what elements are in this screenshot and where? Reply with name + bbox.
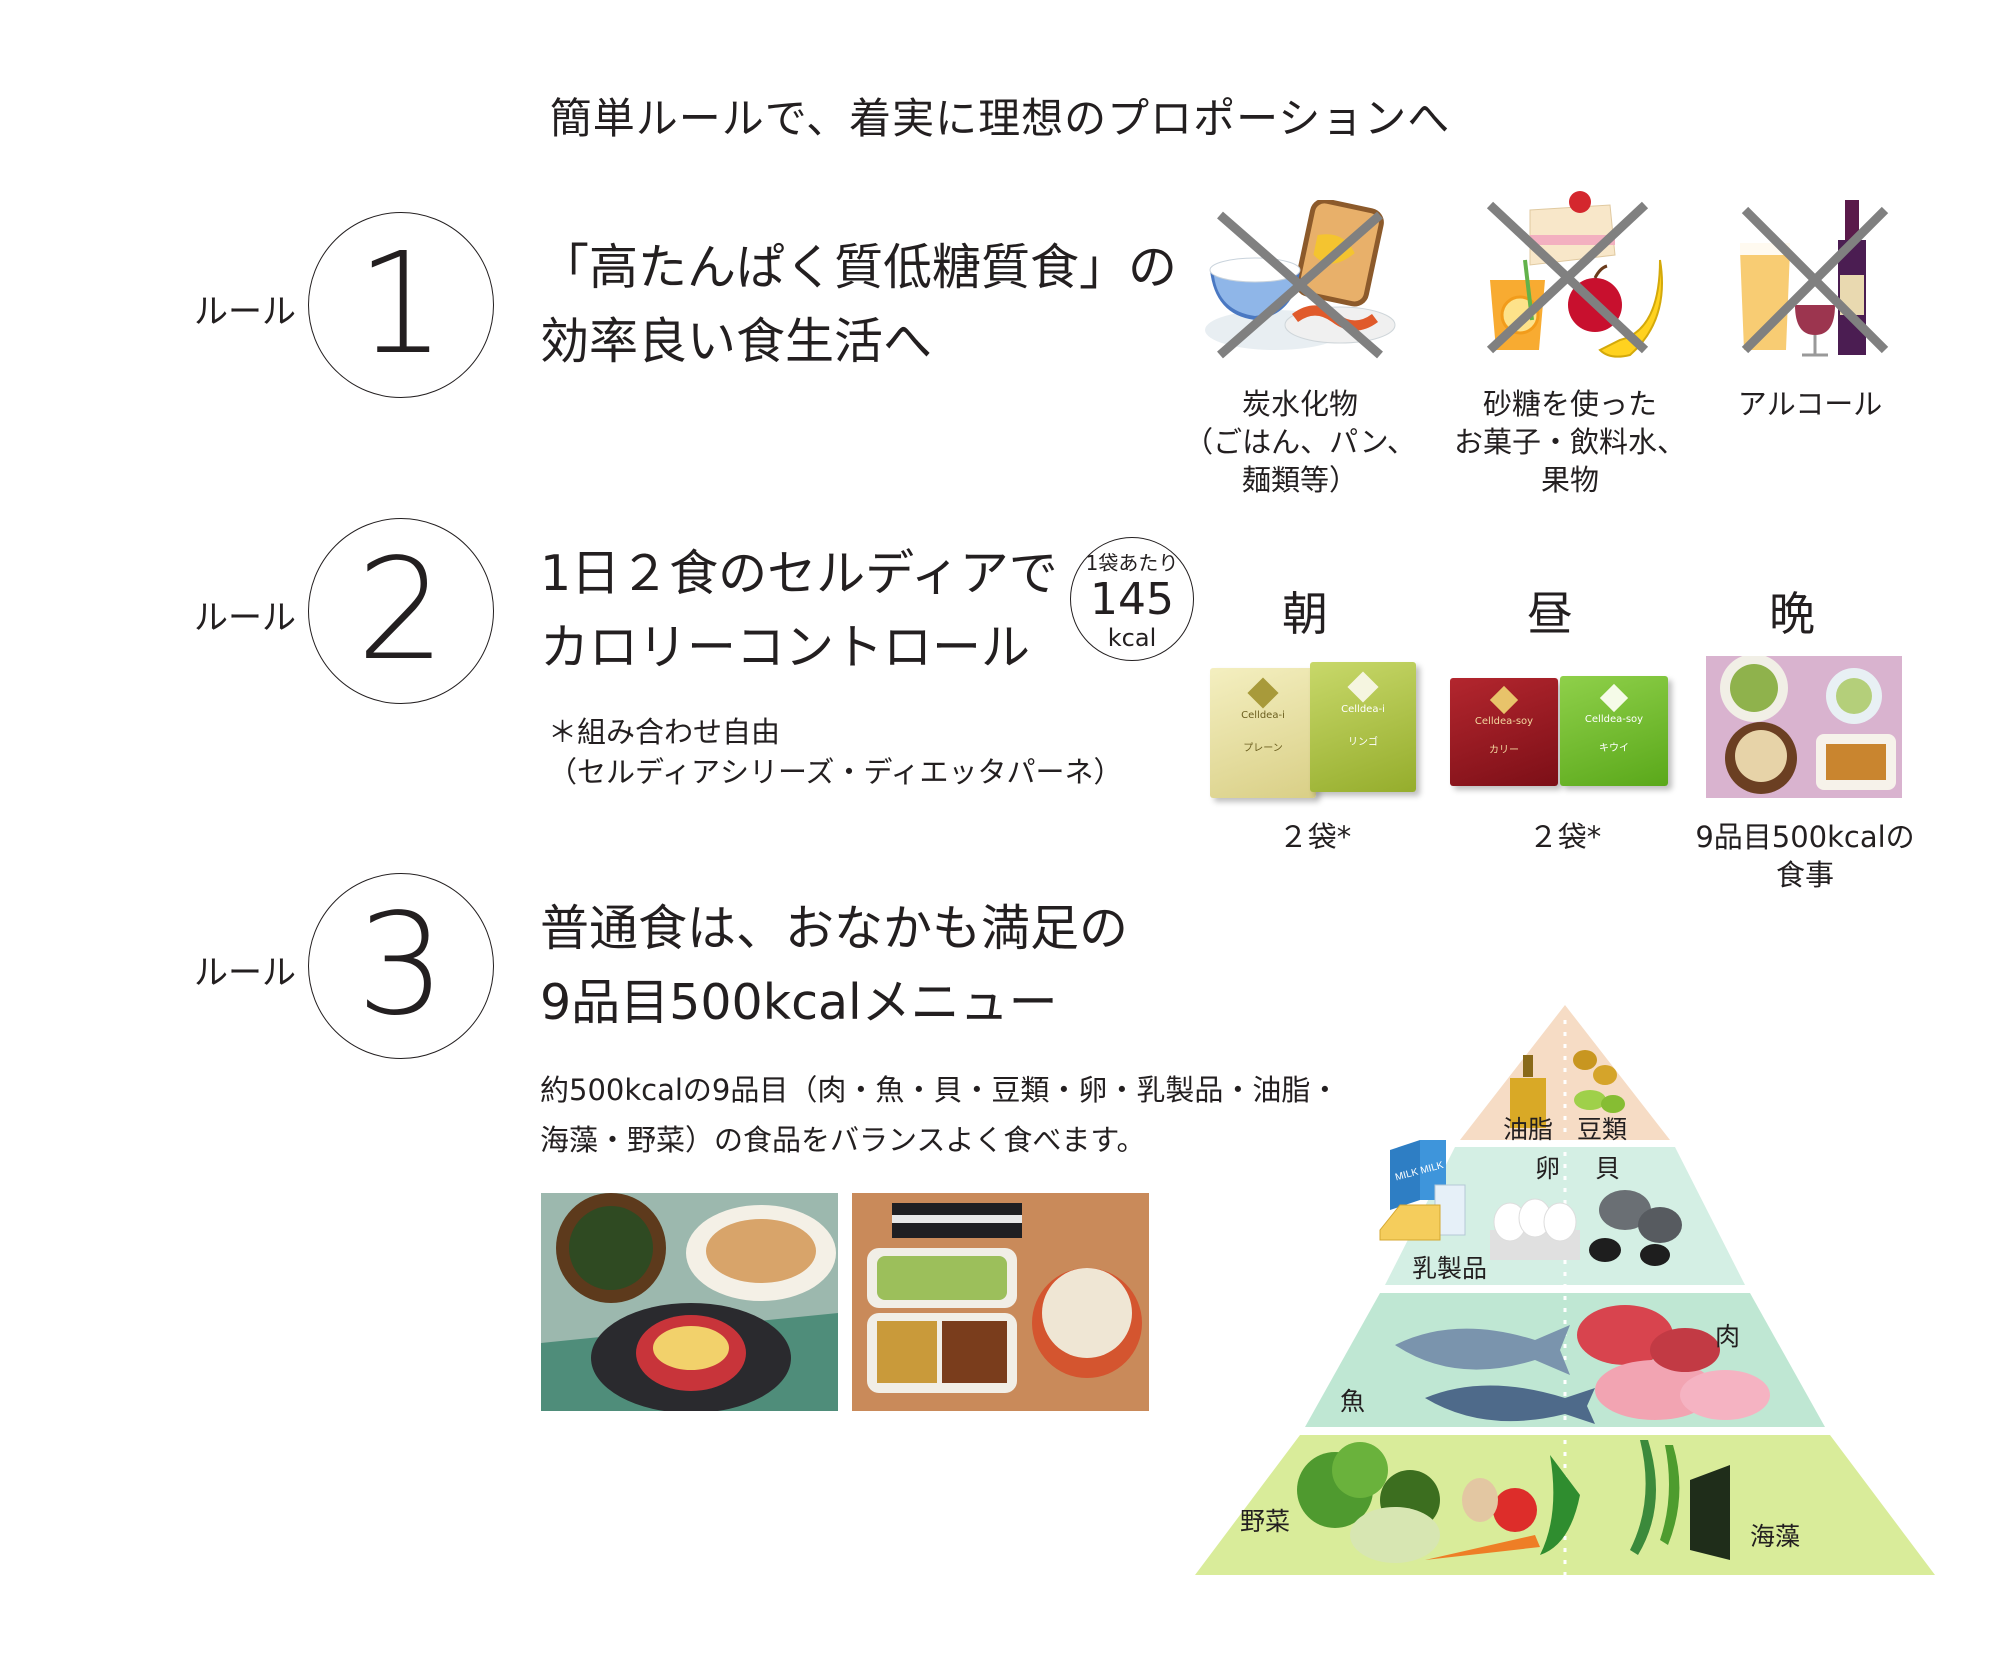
food-pyramid: MILK MILK 油脂 豆 [1195,1005,1935,1575]
rule-3-title: 普通食は、おなかも満足の 9品目500kcalメニュー [540,892,1128,1040]
pouch-flavor: プレーン [1243,743,1283,754]
meal-dinner-caption-line2: 食事 [1775,858,1834,892]
meal-photo-pasta [541,1193,838,1411]
avoid-carbs-caption-line2: （ごはん、パン、 [1184,425,1416,459]
avoid-alcohol-caption-line1: アルコール [1737,387,1883,421]
rule-1-title-line1: 「高たんぱく質低糖質食」の [540,239,1178,296]
clams-icon [1589,1190,1682,1266]
celldea-pouch-apple: Celldea-i リンゴ [1310,662,1416,792]
oil-bottle-icon [1510,1055,1546,1128]
rule-2-title-line1: 1日２食のセルディアで [540,545,1058,602]
pyramid-label-seaweed: 海藻 [1750,1523,1800,1551]
cake-juice-fruit-crossed-icon [1486,191,1663,358]
beans-icon [1573,1050,1625,1113]
rule-2-number-circle: 2 [308,518,494,704]
pyramid-label-vegetables: 野菜 [1240,1508,1290,1536]
diamond-logo-icon [1347,671,1379,703]
pyramid-label-oil: 油脂 [1503,1116,1553,1144]
pyramid-label-egg: 卵 [1535,1155,1560,1183]
pyramid-label-dairy: 乳製品 [1412,1255,1487,1283]
avoid-carbs-caption-line1: 炭水化物 [1241,387,1358,421]
rule-3-title-line2: 9品目500kcalメニュー [540,974,1058,1031]
beer-wine-crossed-icon [1740,200,1889,357]
calorie-badge-unit: kcal [1107,623,1157,652]
avoid-carbs-caption: 炭水化物 （ごはん、パン、 麺類等） [1170,385,1430,499]
avoid-sweets-caption-line2: お菓子・飲料水、 [1453,425,1686,459]
rule-3-number: 3 [356,884,446,1047]
meal-dinner-caption-line1: 9品目500kcalの [1695,820,1915,854]
rule-3-description: 約500kcalの9品目（肉・魚・貝・豆類・卵・乳製品・油脂・ 海藻・野菜）の食… [540,1065,1339,1165]
avoid-sweets-caption-line1: 砂糖を使った [1482,387,1657,421]
rule-1-number: 1 [356,223,446,386]
bread-rice-pasta-crossed-icon [1205,200,1396,359]
rule-2-note-line2: （セルディアシリーズ・ディエッタパーネ） [548,755,1123,789]
diamond-logo-icon [1599,683,1629,713]
meal-dinner-caption: 9品目500kcalの 食事 [1680,818,1930,894]
rule-2-label: ルール [194,598,296,638]
pouch-brand: Celldea-i [1341,704,1385,715]
meal-breakfast-heading: 朝 [1282,587,1328,641]
diamond-logo-icon [1489,685,1519,715]
pyramid-label-beans: 豆類 [1577,1116,1627,1144]
rule-3-number-circle: 3 [308,873,494,1059]
mackerel-fish-icon [1395,1325,1595,1424]
rule-2-title-line2: カロリーコントロール [540,619,1031,676]
pouch-flavor: リンゴ [1348,737,1378,748]
pouch-flavor: カリー [1489,745,1519,756]
eggs-icon [1490,1198,1580,1260]
calorie-badge-top: 1袋あたり [1085,550,1179,575]
meal-dinner-heading: 晩 [1769,587,1815,641]
pyramid-label-fish: 魚 [1340,1388,1365,1416]
page-headline: 簡単ルールで、着実に理想のプロポーションへ [549,94,1451,143]
rule-3-title-line1: 普通食は、おなかも満足の [540,900,1129,957]
pyramid-label-shellfish: 貝 [1595,1155,1620,1183]
celldea-soy-pouch-kiwi: Celldea-soy キウイ [1560,676,1668,786]
pouch-brand: Celldea-i [1241,710,1285,721]
rule-1-title: 「高たんぱく質低糖質食」の 効率良い食生活へ [540,231,1177,379]
diamond-logo-icon [1247,677,1279,709]
vegetables-icon [1297,1442,1580,1563]
avoid-sweets-caption-line3: 果物 [1540,463,1599,497]
pouch-flavor: キウイ [1599,743,1629,754]
dinner-meal-photo [1706,656,1902,798]
rule-1-label: ルール [194,292,296,332]
meal-photo-bento [852,1193,1149,1411]
rule-2-title: 1日２食のセルディアで カロリーコントロール [540,537,1058,685]
rule-1-number-circle: 1 [308,212,494,398]
meal-lunch-heading: 昼 [1527,587,1573,641]
rule-2-note-line1: ＊組み合わせ自由 [548,715,781,749]
pouch-brand: Celldea-soy [1584,714,1644,725]
rule-3-description-line1: 約500kcalの9品目（肉・魚・貝・豆類・卵・乳製品・油脂・ [540,1073,1340,1107]
avoid-carbs-caption-line3: 麺類等） [1241,463,1358,497]
pyramid-label-meat: 肉 [1715,1323,1740,1351]
pouch-brand: Celldea-soy [1474,716,1534,727]
calorie-badge: 1袋あたり 145 kcal [1070,537,1194,661]
celldea-soy-pouch-curry: Celldea-soy カリー [1450,678,1558,786]
avoid-alcohol-caption: アルコール [1690,385,1930,423]
meat-icon [1577,1305,1770,1420]
rule-3-label: ルール [194,953,296,993]
avoid-sweets-caption: 砂糖を使った お菓子・飲料水、 果物 [1440,385,1700,499]
cheese-icon [1379,1204,1441,1241]
seaweed-icon [1630,1440,1730,1560]
rule-1-title-line2: 効率良い食生活へ [540,313,933,370]
celldea-pouch-plain: Celldea-i プレーン [1210,668,1316,798]
rule-3-description-line2: 海藻・野菜）の食品をバランスよく食べます。 [540,1123,1146,1157]
meal-lunch-caption: ２袋* [1528,820,1602,854]
meal-breakfast-caption: ２袋* [1278,820,1352,854]
rule-2-number: 2 [356,529,446,692]
rule-2-note: ＊組み合わせ自由 （セルディアシリーズ・ディエッタパーネ） [548,712,1123,792]
calorie-badge-value: 145 [1090,573,1174,625]
